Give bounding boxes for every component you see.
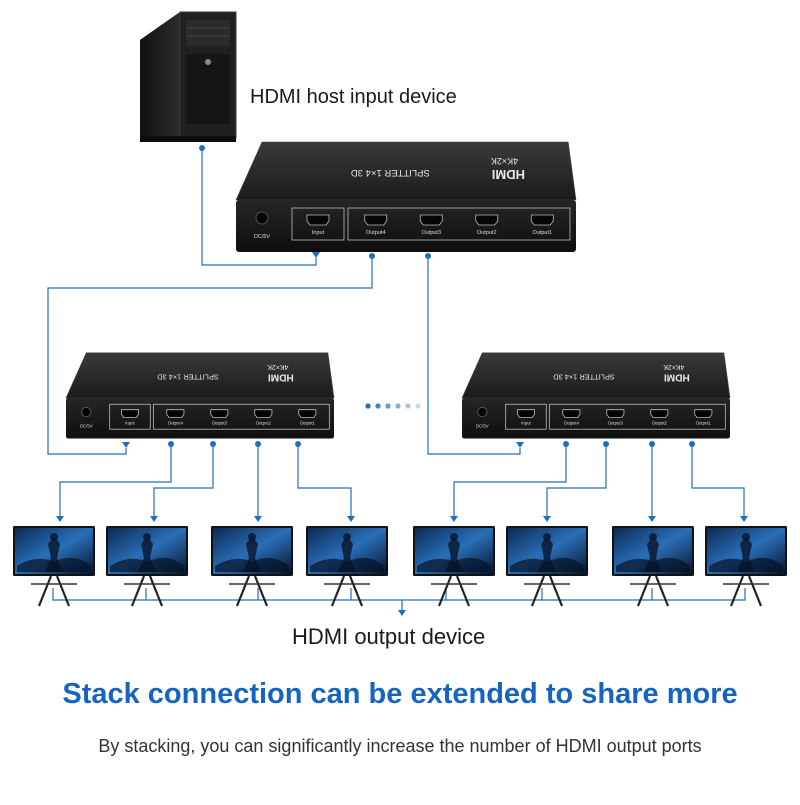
input-port: Input — [120, 409, 139, 426]
svg-text:Output2: Output2 — [652, 421, 668, 426]
monitor-icon — [413, 526, 495, 607]
splitter-resolution: 4K×2K — [267, 363, 289, 370]
splitter-model: SPLITTER 1×4 3D — [351, 167, 430, 178]
power-label: DC/5V — [476, 424, 489, 429]
svg-text:Output4: Output4 — [366, 230, 386, 236]
output-port-4: Output1 — [298, 409, 317, 426]
monitor-icon — [506, 526, 588, 607]
svg-text:Output3: Output3 — [421, 230, 441, 236]
output-port-4: Output1 — [530, 214, 554, 236]
power-label: DC/5V — [254, 234, 271, 240]
connection-dots — [168, 145, 695, 447]
top-to-left-splitter-line — [47, 256, 373, 455]
output-bus-line — [52, 588, 746, 601]
splitter-model: SPLITTER 1×4 3D — [553, 373, 615, 382]
svg-text:Output3: Output3 — [608, 421, 624, 426]
splitter-left: HDMI 4K×2K SPLITTER 1×4 3D DC/5V Input Output… — [65, 352, 335, 439]
power-jack-icon — [477, 406, 488, 418]
output-port-3: Output2 — [475, 214, 499, 236]
svg-text:Input: Input — [125, 421, 135, 426]
pc-to-input-line — [201, 148, 317, 266]
power-label: DC/5V — [80, 424, 93, 429]
svg-text:Output4: Output4 — [168, 421, 184, 426]
svg-text:Output1: Output1 — [696, 421, 712, 426]
splitter-brand: HDMI — [268, 372, 294, 383]
splitter-resolution: 4K×2K — [491, 156, 518, 166]
input-port: Input — [516, 409, 535, 426]
top-to-right-splitter-line — [427, 256, 521, 455]
output-port-1: Output4 — [562, 409, 581, 426]
monitor-icon — [106, 526, 188, 607]
monitor-icon — [612, 526, 694, 607]
output-port-2: Output3 — [606, 409, 625, 426]
splitter-top-print: HDMI 4K×2K SPLITTER 1×4 3D — [157, 363, 294, 382]
monitor-icon — [211, 526, 293, 607]
svg-text:Output4: Output4 — [564, 421, 580, 426]
host-device-label: HDMI host input device — [250, 86, 457, 108]
monitor-icon — [705, 526, 787, 607]
input-port: Input — [306, 214, 330, 236]
monitor-icon — [13, 526, 95, 607]
splitter-model: SPLITTER 1×4 3D — [157, 373, 219, 382]
connection-lines — [47, 148, 746, 612]
continuation-dots — [365, 403, 421, 409]
arrowheads — [56, 252, 748, 616]
output-port-2: Output3 — [419, 214, 443, 236]
output-port-1: Output4 — [364, 214, 388, 236]
svg-text:Output2: Output2 — [256, 421, 272, 426]
svg-text:Input: Input — [312, 230, 325, 236]
subline: By stacking, you can significantly incre… — [98, 736, 702, 756]
pc-tower-icon — [140, 11, 237, 142]
output-port-1: Output4 — [166, 409, 185, 426]
power-jack-icon — [255, 211, 269, 225]
svg-text:Output2: Output2 — [477, 230, 497, 236]
monitor-row — [13, 526, 787, 607]
svg-text:Output1: Output1 — [300, 421, 316, 426]
svg-text:Input: Input — [521, 421, 531, 426]
monitor-icon — [306, 526, 388, 607]
splitter-right: HDMI 4K×2K SPLITTER 1×4 3D DC/5V Input Output… — [461, 352, 731, 439]
svg-text:Output3: Output3 — [212, 421, 228, 426]
output-device-label: HDMI output device — [292, 624, 486, 649]
power-jack-icon — [81, 406, 92, 418]
splitter-resolution: 4K×2K — [663, 363, 685, 370]
output-port-2: Output3 — [210, 409, 229, 426]
output-port-4: Output1 — [694, 409, 713, 426]
splitter-brand: HDMI — [664, 372, 690, 383]
splitter-top-print: HDMI 4K×2K SPLITTER 1×4 3D — [553, 363, 690, 382]
svg-text:Output1: Output1 — [532, 230, 552, 236]
output-port-3: Output2 — [650, 409, 669, 426]
output-port-3: Output2 — [254, 409, 273, 426]
headline: Stack connection can be extended to shar… — [62, 678, 738, 710]
splitter-brand: HDMI — [492, 167, 525, 182]
